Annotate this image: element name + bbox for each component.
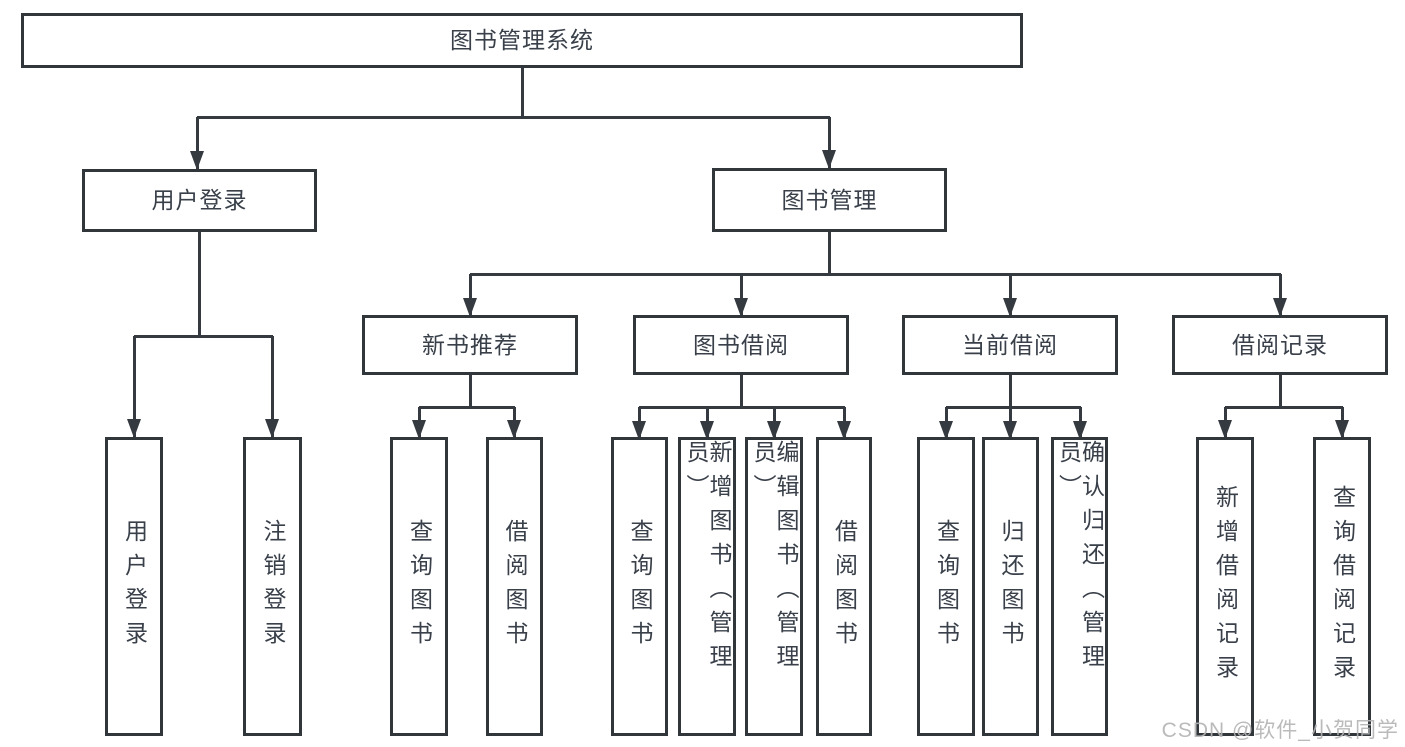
node-label: 编辑图书（管理员） [750,440,799,678]
node-book-mgmt: 图书管理 [712,168,947,232]
arrow-down-icon [265,419,279,438]
node-cb-confirm: 确认归还（管理员） [1051,437,1108,736]
arrow-down-icon [190,151,204,170]
arrow-down-icon [463,298,477,317]
node-label: 用户登录 [151,187,248,213]
arrow-down-icon [1218,420,1232,439]
node-br-add: 新增借阅记录 [1196,437,1254,736]
node-label: 归还图书 [998,518,1024,655]
node-label: 图书借阅 [693,331,789,358]
node-label: 新增图书（管理员） [683,440,732,678]
node-ul-login: 用户登录 [105,437,163,736]
connector-line [197,232,201,337]
node-label: 用户登录 [121,518,148,655]
arrow-down-icon [1003,298,1017,317]
connector-line [1278,274,1282,317]
connector-line [827,117,831,169]
connector-line [132,336,136,438]
connector-line [739,374,743,408]
node-label: 借阅图书 [502,518,528,655]
node-borrow-record: 借阅记录 [1172,315,1388,375]
csdn-watermark: CSDN @软件_小贺同学 [1161,719,1399,742]
node-bb-edit: 编辑图书（管理员） [745,437,803,736]
node-nb-borrow: 借阅图书 [486,437,543,736]
node-label: 查询图书 [406,518,433,655]
node-label: 新增借阅记录 [1212,484,1239,689]
node-cb-query: 查询图书 [917,437,975,736]
node-label: 当前借阅 [962,331,1058,358]
node-label: 注销登录 [260,518,286,655]
connector-line [470,272,1281,276]
node-user-login: 用户登录 [82,169,317,232]
node-current-borrow: 当前借阅 [902,315,1118,375]
arrow-down-icon [822,150,836,169]
node-label: 图书管理 [781,186,878,213]
arrow-down-icon [632,421,646,440]
node-label: 新书推荐 [422,331,518,358]
node-label: 确认归还（管理员） [1055,440,1105,678]
node-new-book-rec: 新书推荐 [362,315,578,375]
arrow-down-icon [507,420,521,439]
connector-line [946,405,1081,409]
arrow-down-icon [939,421,953,440]
arrow-down-icon [837,421,851,440]
node-book-borrow: 图书借阅 [633,315,849,375]
node-bb-borrow: 借阅图书 [816,437,872,736]
connector-line [419,405,515,409]
node-label: 查询图书 [627,518,653,655]
arrow-down-icon [767,421,781,440]
node-bb-query: 查询图书 [611,437,668,736]
node-bb-add: 新增图书（管理员） [678,437,736,736]
arrow-down-icon [1073,421,1087,440]
connector-line [195,117,199,170]
arrow-down-icon [700,421,714,440]
connector-line [827,232,831,275]
connector-line [639,405,845,409]
connector-line [520,67,524,118]
node-nb-query: 查询图书 [390,437,448,736]
connector-line [739,274,743,317]
arrow-down-icon [1335,420,1349,439]
node-label: 查询图书 [933,518,960,655]
arrow-down-icon [1273,298,1287,317]
node-root: 图书管理系统 [21,13,1023,68]
arrow-down-icon [127,419,141,438]
arrow-down-icon [1003,421,1017,440]
connector-line [1008,274,1012,317]
node-cb-return: 归还图书 [982,437,1039,736]
arrow-down-icon [734,298,748,317]
node-br-query: 查询借阅记录 [1313,437,1371,736]
connector-line [1278,374,1282,408]
node-ul-logout: 注销登录 [243,437,302,736]
arrow-down-icon [412,420,426,439]
connector-line [134,334,273,338]
node-label: 图书管理系统 [450,27,594,53]
node-label: 查询借阅记录 [1329,484,1356,689]
connector-line [1008,374,1012,408]
connector-line [270,336,274,438]
connector-line [468,374,472,408]
connector-line [197,115,830,119]
node-label: 借阅图书 [831,518,858,655]
connector-line [468,274,472,317]
node-label: 借阅记录 [1232,331,1328,358]
connector-line [1225,405,1343,409]
